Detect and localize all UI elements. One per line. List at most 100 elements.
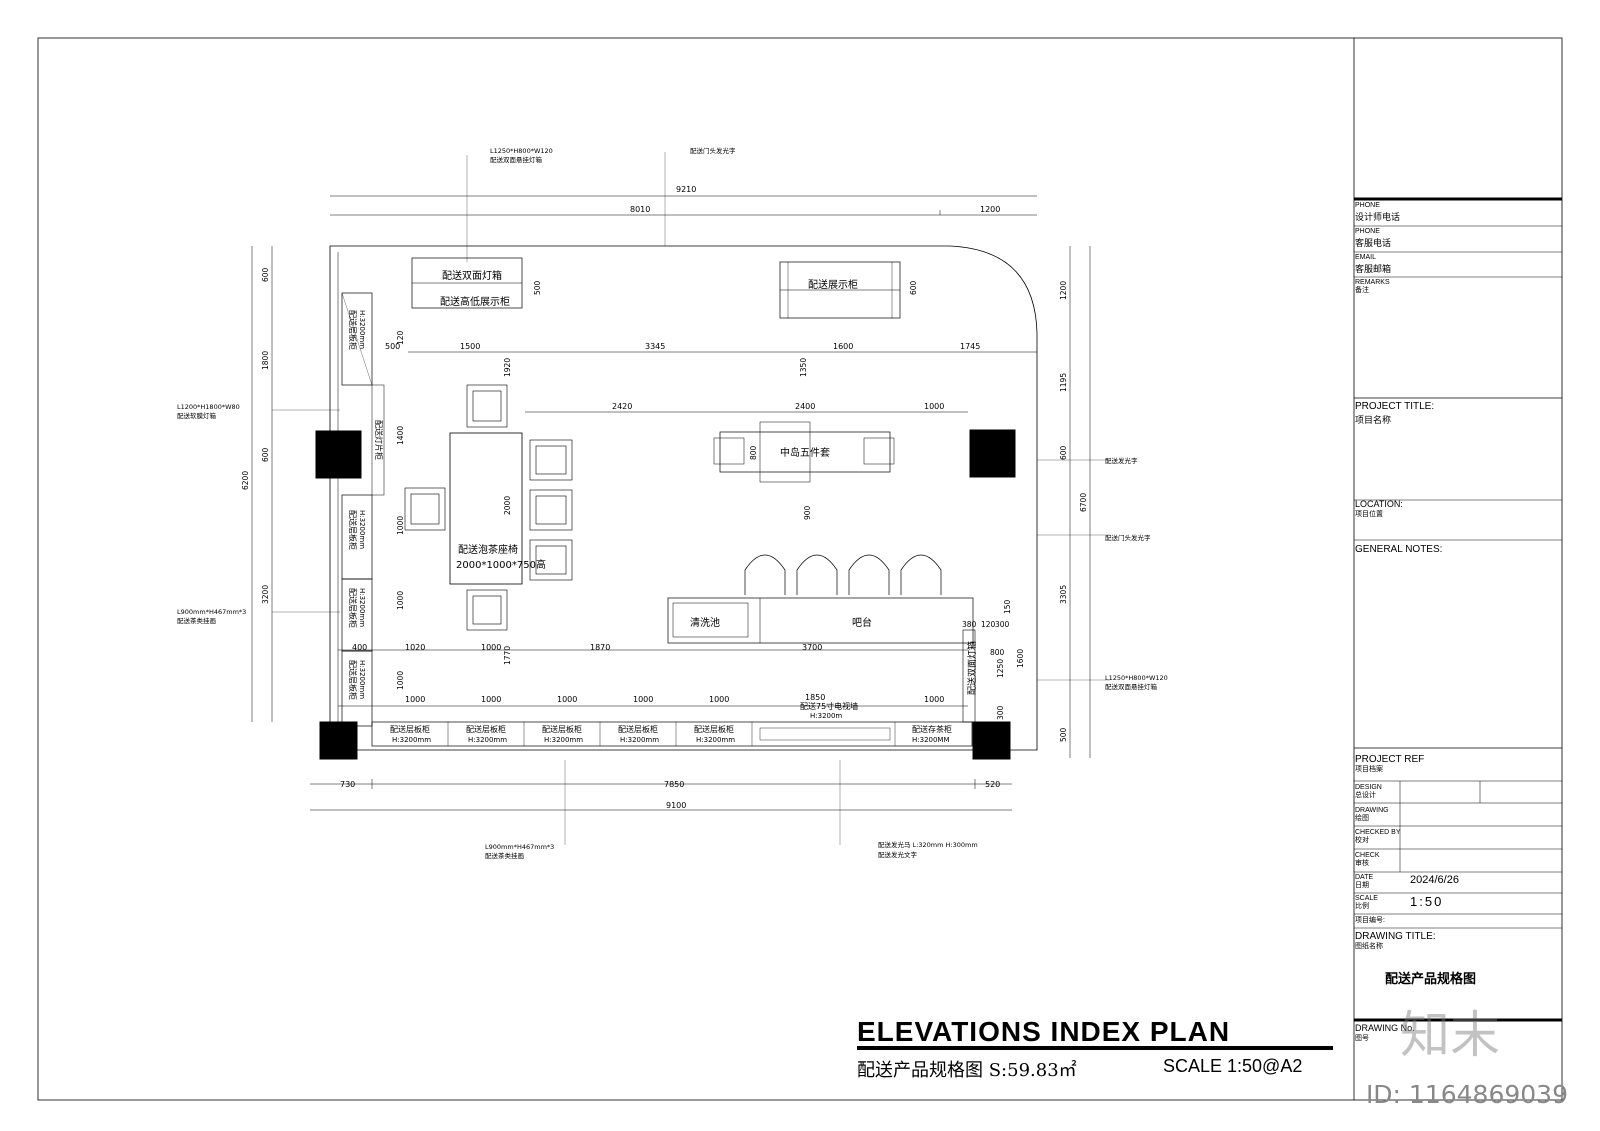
annotation: 配送双面悬挂灯箱 [490,155,543,164]
drawing-no-cn: 图号 [1355,1035,1369,1042]
column [969,429,1016,478]
dim: 1020 [405,643,425,652]
tv-wall-label: 配送75寸电视墙 [800,701,858,711]
column [319,721,358,760]
plan-labels: 配送双面灯箱 配送高低展示柜 配送展示柜 中岛五件套 配送泡茶座椅 2000*1… [348,269,978,744]
drawing-title-value: 配送产品规格图 [1385,971,1477,986]
date-value: 2024/6/26 [1410,874,1459,886]
dim: 520 [985,780,1000,789]
dim: 6200 [241,471,250,490]
dim: 600 [261,447,270,462]
dim: 150 [1003,599,1012,614]
dim: 600 [909,280,918,295]
check-cn: 审核 [1355,860,1369,867]
bottom-cab-label: 配送层板柜 [542,724,582,734]
annotation: L1250*H800*W120 [490,147,553,155]
dimension-lines [251,152,1110,845]
left-cab-height: H:3200mm [358,310,366,349]
tea-table-size: 2000*1000*750高 [456,558,546,571]
dim: 730 [340,780,355,789]
dim: 1745 [960,342,980,351]
dim: 1195 [1059,373,1068,392]
storage-cab-label: 配送存茶柜 [912,724,952,734]
dim: 1500 [460,342,480,351]
checked-by-label: CHECKED BY [1355,829,1401,836]
dim: 1800 [261,351,270,370]
scale-cn: 比例 [1355,903,1369,910]
dim: 800 [990,648,1005,657]
dim: 1920 [503,358,512,377]
left-cab-height: H:3200mm [358,588,366,627]
project-ref-label: PROJECT REF [1355,754,1425,765]
design-label: DESIGN [1355,784,1382,791]
dimension-texts: 9210 8010 1200 500 1500 3345 1600 1745 2… [241,185,1088,810]
bottom-cab-height: H:3200mm [696,736,735,744]
annotation: L1200*H1800*W80 [177,403,240,411]
tea-table-label: 配送泡茶座椅 [458,543,518,556]
dim: 2400 [795,402,815,411]
location-cn: 项目位置 [1355,511,1383,518]
left-cab-label: 配送层板柜 [348,660,358,700]
dim: 380 [962,620,977,629]
bar-label: 吧台 [852,616,872,629]
dim: 900 [803,505,812,520]
remarks-cn: 备注 [1355,287,1369,294]
drawing-title-cn: 图纸名称 [1355,943,1383,950]
floor-plan [315,245,1038,760]
annotation: 配送双面悬挂灯箱 [1105,682,1158,691]
annotation: 配送门头发光字 [1105,533,1151,542]
bottom-cab-label: 配送层板柜 [618,724,658,734]
dim: 1000 [396,671,405,690]
dim: 800 [749,445,758,460]
date-cn: 日期 [1355,882,1369,889]
annotation: L900mm*H467mm*3 [485,843,554,851]
dim: 2000 [503,496,512,515]
dim: 120 [981,620,996,629]
dim: 1600 [833,342,853,351]
bottom-cab-height: H:3200mm [620,736,659,744]
scale-label: SCALE [1355,895,1378,902]
email-cn: 客服邮箱 [1355,264,1392,274]
bottom-cab-label: 配送层板柜 [466,724,506,734]
tv-wall-height: H:3200m [810,712,842,720]
dim: 600 [261,267,270,282]
dim: 3200 [261,585,270,604]
right-lightbox-label: 配送双面灯箱 [966,641,978,695]
bottom-cab-height: H:3200mm [544,736,583,744]
annotation: 配送茶类挂画 [485,851,524,860]
dim: 8010 [630,205,650,214]
left-cab-height: H:3200mm [358,660,366,699]
annotation: 配送发光马 L:320mm H:300mm [878,840,978,849]
dim: 1000 [396,516,405,535]
watermark-id: ID: 1164869039 [1365,1080,1568,1109]
dim: 1000 [633,695,653,704]
phone-label: PHONE [1355,202,1380,209]
general-notes-label: GENERAL NOTES: [1355,544,1443,555]
dim: 1350 [799,358,808,377]
annotation: 配送软膜灯箱 [177,411,217,420]
checked-by-cn: 校对 [1355,837,1369,844]
dim: 1000 [481,643,501,652]
dim: 1000 [709,695,729,704]
design-cn: 总设计 [1355,792,1376,799]
dim: 300 [995,620,1010,629]
annotation: 配送门头发光字 [690,146,736,155]
phone-label: PHONE [1355,228,1380,235]
drawing-cn: 绘图 [1355,815,1369,822]
bottom-cab-height: H:3200mm [468,736,507,744]
annotation: 配送发光文字 [878,850,918,859]
column [972,721,1011,760]
dim: 1400 [396,426,405,445]
dim: 3345 [645,342,665,351]
dim: 3305 [1059,585,1068,604]
dim: 1000 [924,695,944,704]
dim: 9100 [666,801,686,810]
storage-cab-height: H:3200MM [912,736,950,744]
dim: 120 [396,330,405,345]
dim: 9210 [676,185,696,194]
dim: 1000 [396,591,405,610]
dim: 600 [1059,445,1068,460]
drawing-label: DRAWING [1355,807,1389,814]
dim: 2420 [612,402,632,411]
